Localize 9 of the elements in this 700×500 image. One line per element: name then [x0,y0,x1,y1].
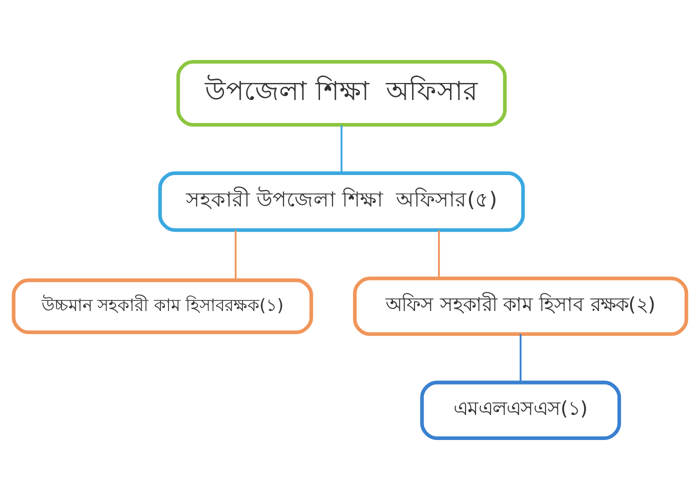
connector [520,334,522,382]
node-box: সহকারী উপজেলা শিক্ষা অফিসার(৫) [158,171,525,232]
connector [340,125,342,173]
node-box: উপজেলা শিক্ষা অফিসার [176,60,507,127]
node-box: এমএলএসএস(১) [420,380,622,440]
connector [438,230,440,278]
node-box: উচ্চমান সহকারী কাম হিসাবরক্ষক(১) [12,278,314,334]
node-box: অফিস সহকারী কাম হিসাব রক্ষক(২) [353,276,688,336]
connector [234,230,237,280]
